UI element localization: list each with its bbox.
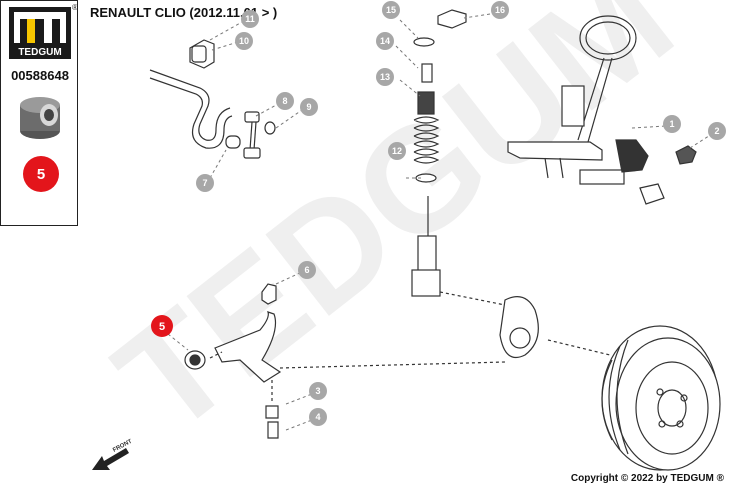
- callout-6[interactable]: 6: [298, 261, 316, 279]
- svg-text:9: 9: [306, 102, 311, 112]
- svg-text:7: 7: [202, 178, 207, 188]
- wheel: [601, 325, 721, 471]
- callout-8[interactable]: 8: [276, 92, 294, 110]
- svg-text:2: 2: [714, 126, 719, 136]
- svg-text:1: 1: [669, 119, 674, 129]
- part-number: 00588648: [11, 68, 69, 83]
- svg-text:14: 14: [380, 36, 390, 46]
- steering-knuckle: [499, 296, 611, 359]
- tedgum-logo: TEDGUM: [9, 7, 71, 59]
- shock-absorber: [411, 9, 506, 306]
- registered-mark: ®: [72, 3, 78, 12]
- callout-7[interactable]: 7: [196, 174, 214, 192]
- callout-3[interactable]: 3: [309, 382, 327, 400]
- callout-1[interactable]: 1: [663, 115, 681, 133]
- control-arm: [184, 283, 506, 439]
- callout-11[interactable]: 11: [241, 10, 259, 28]
- callout-15[interactable]: 15: [382, 1, 400, 19]
- callout-16[interactable]: 16: [491, 1, 509, 19]
- svg-text:15: 15: [386, 5, 396, 15]
- part-thumbnail: [20, 97, 60, 139]
- vehicle-title: RENAULT CLIO (2012.11.01 > ): [90, 5, 278, 20]
- stabilizer-bar: [149, 39, 276, 159]
- callout-5[interactable]: 5: [151, 315, 173, 337]
- svg-text:8: 8: [282, 96, 287, 106]
- svg-text:10: 10: [239, 36, 249, 46]
- svg-text:13: 13: [380, 72, 390, 82]
- callout-10[interactable]: 10: [235, 32, 253, 50]
- callout-12[interactable]: 12: [388, 142, 406, 160]
- svg-text:12: 12: [392, 146, 402, 156]
- svg-text:11: 11: [245, 14, 255, 24]
- svg-text:5: 5: [159, 321, 165, 333]
- callout-2[interactable]: 2: [708, 122, 726, 140]
- callout-14[interactable]: 14: [376, 32, 394, 50]
- copyright: Copyright © 2022 by TEDGUM ®: [570, 473, 724, 484]
- svg-text:3: 3: [315, 386, 320, 396]
- part-info-panel: TEDGUM ® 00588648 5: [0, 0, 78, 226]
- callout-4[interactable]: 4: [309, 408, 327, 426]
- callout-9[interactable]: 9: [300, 98, 318, 116]
- selected-part-badge[interactable]: 5: [23, 156, 59, 192]
- logo-text: TEDGUM: [18, 47, 61, 58]
- svg-text:6: 6: [304, 265, 309, 275]
- svg-text:4: 4: [315, 412, 320, 422]
- leader-lines: [167, 13, 713, 431]
- front-arrow: FRONT: [92, 439, 133, 470]
- callout-13[interactable]: 13: [376, 68, 394, 86]
- steering-rack: [507, 15, 697, 205]
- svg-text:16: 16: [495, 5, 505, 15]
